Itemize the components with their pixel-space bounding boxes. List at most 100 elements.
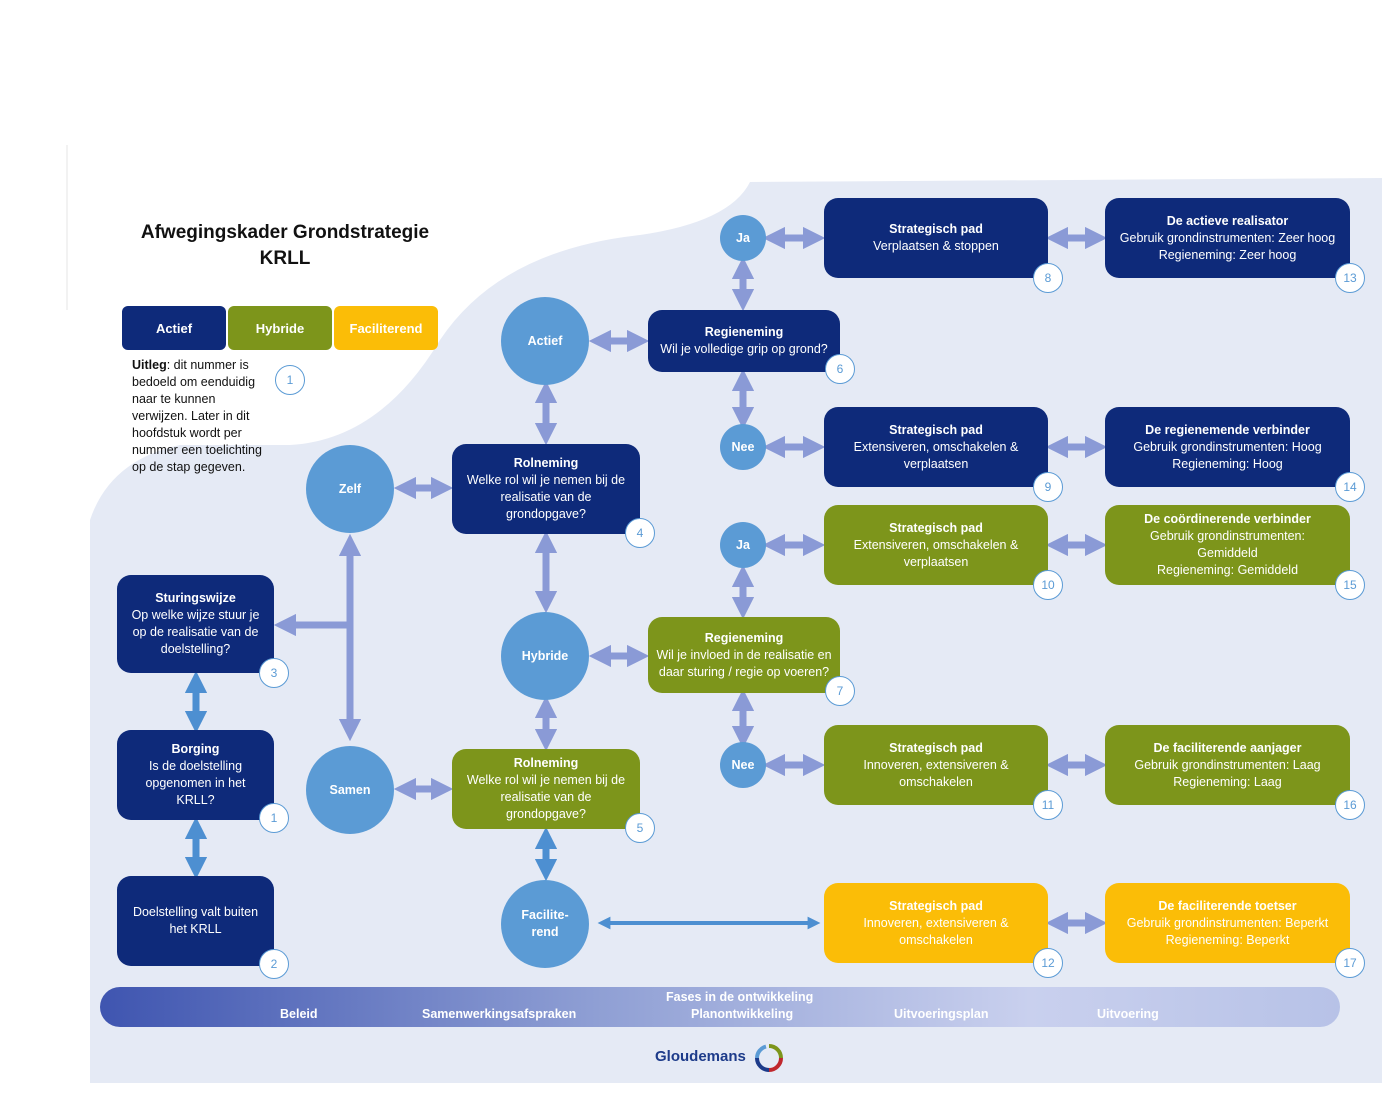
box-result-17: De faciliterende toetser Gebruik grondin… [1105, 883, 1350, 963]
box-line-1: Gebruik grondinstrumenten: Hoog [1133, 439, 1322, 454]
number-badge-15: 15 [1335, 570, 1365, 600]
box-text: Innoveren, extensiveren & omschakelen [863, 915, 1009, 947]
phase-planontwikkeling: Planontwikkeling [691, 1007, 794, 1021]
number-badge-1: 1 [259, 803, 289, 833]
box-text: Extensiveren, omschakelen & verplaatsen [853, 537, 1019, 569]
uitleg-number-badge: 1 [275, 365, 305, 395]
circle-ja-2: Ja [720, 522, 766, 568]
uitleg-body: : dit nummer is bedoeld om eenduidig naa… [132, 358, 262, 474]
circle-label-line-1: Facilite- [521, 908, 569, 922]
phase-samenwerkingsafspraken: Samenwerkingsafspraken [422, 1007, 577, 1021]
box-strategisch-pad-12: Strategisch pad Innoveren, extensiveren … [824, 883, 1048, 963]
diagram-title: Afwegingskader Grondstrategie KRLL [120, 220, 450, 272]
box-strategisch-pad-8: Strategisch pad Verplaatsen & stoppen [824, 198, 1048, 278]
box-line-2: Regieneming: Zeer hoog [1158, 247, 1297, 262]
circle-nee-1: Nee [720, 424, 766, 470]
circle-samen: Samen [306, 746, 394, 834]
number-badge-13: 13 [1335, 263, 1365, 293]
circle-ja-1: Ja [720, 215, 766, 261]
uitleg-label: Uitleg [132, 358, 167, 372]
circle-label-line-2: rend [531, 925, 559, 939]
box-text: Innoveren, extensiveren & omschakelen [863, 757, 1009, 789]
box-line-2: Regieneming: Laag [1173, 774, 1282, 789]
box-title: De regienemende verbinder [1145, 422, 1310, 437]
legend-faciliterend: Faciliterend [334, 306, 438, 350]
box-rolneming-5: Rolneming Welke rol wil je nemen bij de … [452, 749, 640, 829]
title-line-2: KRLL [259, 248, 311, 269]
box-rolneming-4: Rolneming Welke rol wil je nemen bij de … [452, 444, 640, 534]
number-badge-12: 12 [1033, 948, 1063, 978]
number-badge-17: 17 [1335, 948, 1365, 978]
box-text: Welke rol wil je nemen bij de realisatie… [466, 773, 626, 821]
box-title: Rolneming [513, 456, 579, 470]
number-badge-8: 8 [1033, 263, 1063, 293]
box-result-14: De regienemende verbinder Gebruik grondi… [1105, 407, 1350, 487]
box-line-1: Gebruik grondinstrumenten: Zeer hoog [1119, 230, 1336, 245]
box-title: Strategisch pad [889, 740, 983, 755]
number-badge-16: 16 [1335, 790, 1365, 820]
box-title: Strategisch pad [889, 520, 983, 535]
number-badge-9: 9 [1033, 472, 1063, 502]
box-line-1: Gebruik grondinstrumenten: Beperkt [1126, 915, 1329, 930]
box-regieneming-7: Regieneming Wil je invloed in de realisa… [648, 617, 840, 693]
box-strategisch-pad-10: Strategisch pad Extensiveren, omschakele… [824, 505, 1048, 585]
box-title: Strategisch pad [889, 898, 983, 913]
logo-icon [755, 1044, 783, 1072]
phase-beleid: Beleid [280, 1007, 318, 1021]
uitleg-text: Uitleg: dit nummer is bedoeld om eenduid… [132, 357, 272, 476]
number-badge-11: 11 [1033, 790, 1063, 820]
box-text: Is de doelstelling opgenomen in het KRLL… [145, 759, 246, 807]
phase-heading: Fases in de ontwikkeling [666, 990, 814, 1004]
box-title: Regieneming [704, 630, 784, 645]
box-line-2: Regieneming: Gemiddeld [1156, 563, 1299, 577]
box-title: Strategisch pad [889, 422, 983, 437]
number-badge-7: 7 [825, 676, 855, 706]
box-borging: Borging Is de doelstelling opgenomen in … [117, 730, 274, 820]
circle-faciliterend: Facilite- rend [501, 880, 589, 968]
box-text: Wil je invloed in de realisatie en daar … [656, 647, 832, 679]
box-line-1: Gebruik grondinstrumenten: Laag [1134, 757, 1321, 772]
box-title: Rolneming [513, 756, 579, 770]
box-title: Sturingswijze [155, 591, 236, 605]
number-badge-6: 6 [825, 354, 855, 384]
legend-actief: Actief [122, 306, 226, 350]
box-title: De faciliterende toetser [1158, 898, 1297, 913]
phase-bar [100, 987, 1340, 1027]
box-strategisch-pad-11: Strategisch pad Innoveren, extensiveren … [824, 725, 1048, 805]
box-text: Doelstelling valt buiten het KRLL [132, 905, 259, 936]
phase-uitvoering: Uitvoering [1097, 1007, 1159, 1021]
number-badge-2: 2 [259, 949, 289, 979]
box-result-15: De coördinerende verbinder Gebruik grond… [1105, 505, 1350, 585]
box-line-2: Regieneming: Beperkt [1165, 932, 1290, 947]
box-title: De coördinerende verbinder [1144, 512, 1311, 526]
box-title: Strategisch pad [889, 222, 983, 236]
box-line-2: Regieneming: Hoog [1172, 456, 1283, 471]
number-badge-14: 14 [1335, 472, 1365, 502]
box-title: De actieve realisator [1166, 213, 1289, 228]
phase-uitvoeringsplan: Uitvoeringsplan [894, 1007, 989, 1021]
box-line-1: Gebruik grondinstrumenten: Gemiddeld [1150, 529, 1305, 560]
box-regieneming-6: Regieneming Wil je volledige grip op gro… [648, 310, 840, 372]
number-badge-4: 4 [625, 518, 655, 548]
circle-actief: Actief [501, 297, 589, 385]
box-text: Extensiveren, omschakelen & verplaatsen [853, 439, 1019, 471]
box-result-16: De faciliterende aanjager Gebruik grondi… [1105, 725, 1350, 805]
box-title: De faciliterende aanjager [1153, 740, 1302, 755]
box-sturingswijze: Sturingswijze Op welke wijze stuur je op… [117, 575, 274, 673]
box-text: Welke rol wil je nemen bij de realisatie… [466, 473, 626, 521]
number-badge-5: 5 [625, 813, 655, 843]
box-result-13: De actieve realisator Gebruik grondinstr… [1105, 198, 1350, 278]
number-badge-10: 10 [1033, 570, 1063, 600]
box-title: Regieneming [704, 325, 784, 339]
box-text: Verplaatsen & stoppen [873, 239, 999, 253]
circle-zelf: Zelf [306, 445, 394, 533]
circle-nee-2: Nee [720, 742, 766, 788]
title-line-1: Afwegingskader Grondstrategie [140, 222, 430, 243]
box-buiten-krll: Doelstelling valt buiten het KRLL [117, 876, 274, 966]
box-text: Wil je volledige grip op grond? [660, 342, 828, 356]
box-strategisch-pad-9: Strategisch pad Extensiveren, omschakele… [824, 407, 1048, 487]
number-badge-3: 3 [259, 658, 289, 688]
box-title: Borging [171, 742, 220, 756]
legend-hybride: Hybride [228, 306, 332, 350]
circle-hybride: Hybride [501, 612, 589, 700]
